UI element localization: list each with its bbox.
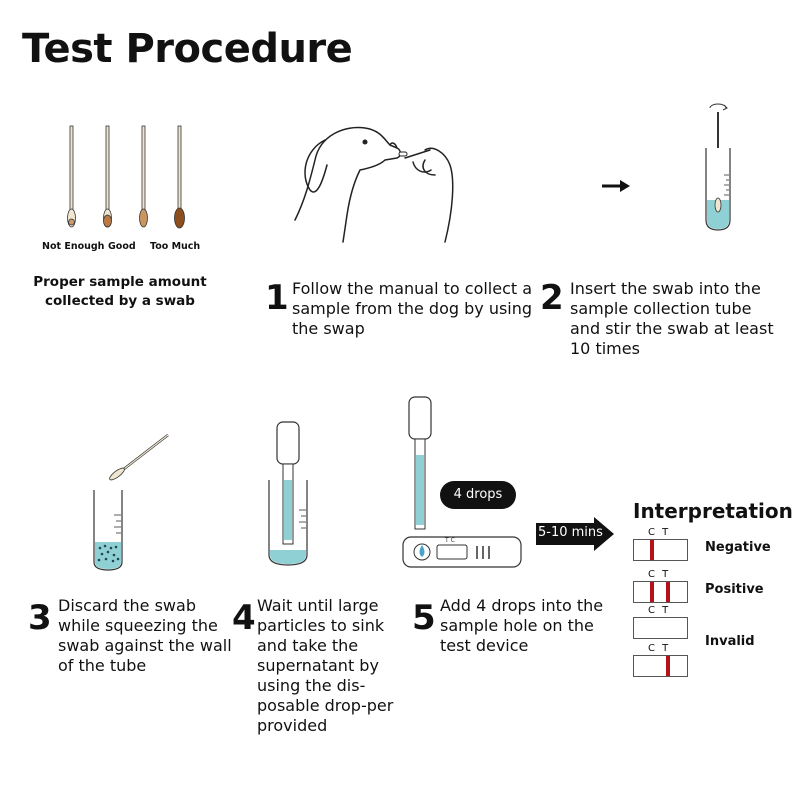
drops-badge: 4 drops (440, 481, 516, 509)
wait-arrow-icon (536, 517, 614, 551)
step-text-5: Add 4 drops into the sample hole on the … (440, 596, 604, 655)
ct-label: C T (648, 605, 671, 616)
control-line (650, 540, 654, 560)
dropper-test-device-illustration: T C (402, 396, 522, 568)
svg-text:T C: T C (444, 537, 455, 544)
step-number-1: 1 (265, 278, 289, 318)
swab-caption: Proper sample amount collected by a swab (33, 274, 207, 309)
arrow-right-icon (602, 180, 630, 192)
step-text-2: Insert the swab into the sample collecti… (570, 279, 774, 358)
swab-label-too-much: Too Much (150, 241, 201, 252)
discard-swab-illustration (93, 434, 169, 571)
page-title: Test Procedure (22, 26, 353, 72)
step-number-5: 5 (412, 598, 436, 638)
interpretation-title: Interpretation (633, 499, 793, 523)
step-number-3: 3 (28, 598, 52, 638)
result-label-negative: Negative (705, 540, 771, 555)
ct-label: C T (648, 527, 671, 538)
result-strip-negative (633, 539, 688, 561)
step-text-4: Wait until large particles to sink and t… (257, 596, 394, 735)
ct-label: C T (648, 569, 671, 580)
swab-comparison-illustration (67, 125, 185, 229)
dog-sampling-illustration (294, 126, 454, 243)
step-text-3: Discard the swab while squeezing the swa… (58, 596, 232, 675)
ct-label: C T (648, 643, 671, 654)
result-label-invalid: Invalid (705, 634, 755, 649)
swab-label-good: Good (108, 241, 136, 252)
test-line (666, 582, 670, 602)
wait-time-label: 5-10 mins (538, 525, 603, 540)
result-strip-positive (633, 581, 688, 603)
result-label-positive: Positive (705, 582, 764, 597)
step-number-2: 2 (540, 278, 564, 318)
drops-label: 4 drops (453, 487, 503, 502)
step-number-4: 4 (232, 598, 256, 638)
control-line (650, 582, 654, 602)
swab-label-not-enough: Not Enough (42, 241, 105, 252)
result-strip-invalid-empty (633, 617, 688, 639)
test-line (666, 656, 670, 676)
supernatant-dropper-illustration (268, 421, 308, 566)
stir-tube-illustration (705, 103, 731, 231)
step-text-1: Follow the manual to collect a sample fr… (292, 279, 533, 338)
result-strip-invalid-test-only (633, 655, 688, 677)
